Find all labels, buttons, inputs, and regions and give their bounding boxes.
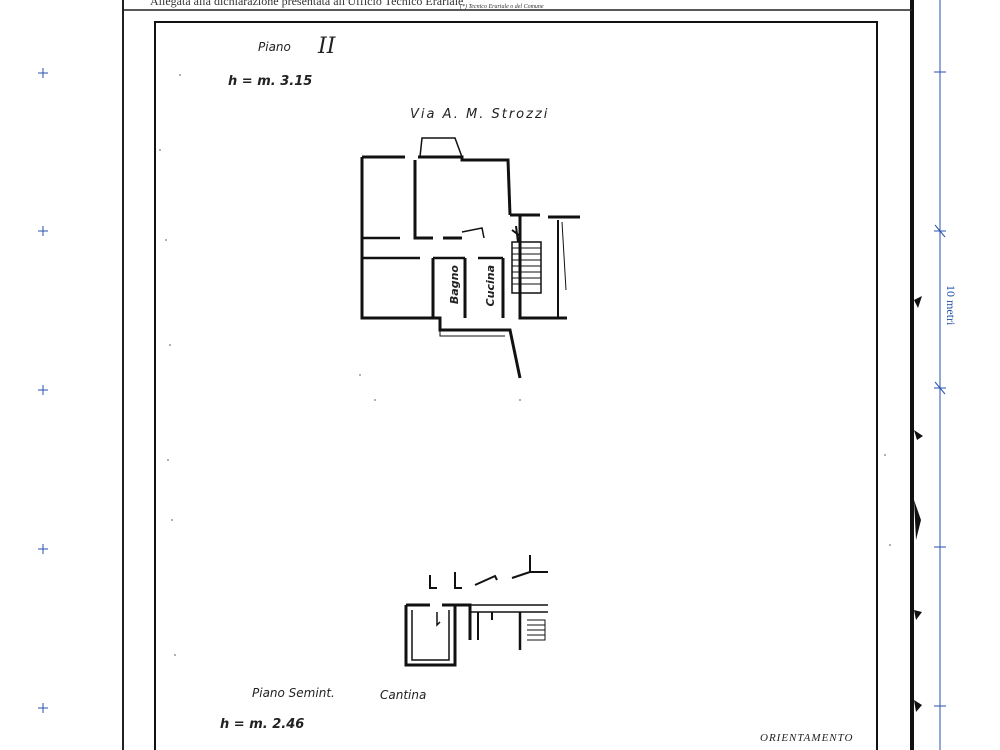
header-subtext: (*) Tecnico Erariale o del Comune <box>460 4 544 10</box>
scale-label: 10 metri <box>944 285 958 326</box>
left-tick-marks <box>38 68 48 713</box>
cellar-label: Cantina <box>380 688 427 702</box>
bathroom-label: Bagno <box>448 265 461 305</box>
street-label: Via A. M. Strozzi <box>410 107 550 122</box>
orientation-label: ORIENTAMENTO <box>760 732 854 744</box>
header-text: Allegata alla dichiarazione presentata a… <box>150 0 464 8</box>
scan-speckles <box>159 74 891 656</box>
torn-edge-marks <box>914 296 923 712</box>
upper-floor-plan <box>360 137 580 379</box>
lower-floor-plan <box>404 555 548 667</box>
kitchen-label: Cucina <box>484 265 497 307</box>
upper-floor-number: II <box>318 34 336 59</box>
inner-frame <box>154 21 878 750</box>
scale-bar <box>934 0 946 750</box>
upper-height-label: h = m. 3.15 <box>228 74 313 89</box>
lower-floor-label: Piano Semint. <box>252 686 335 700</box>
upper-floor-label: Piano <box>258 40 291 54</box>
lower-height-label: h = m. 2.46 <box>220 717 305 732</box>
